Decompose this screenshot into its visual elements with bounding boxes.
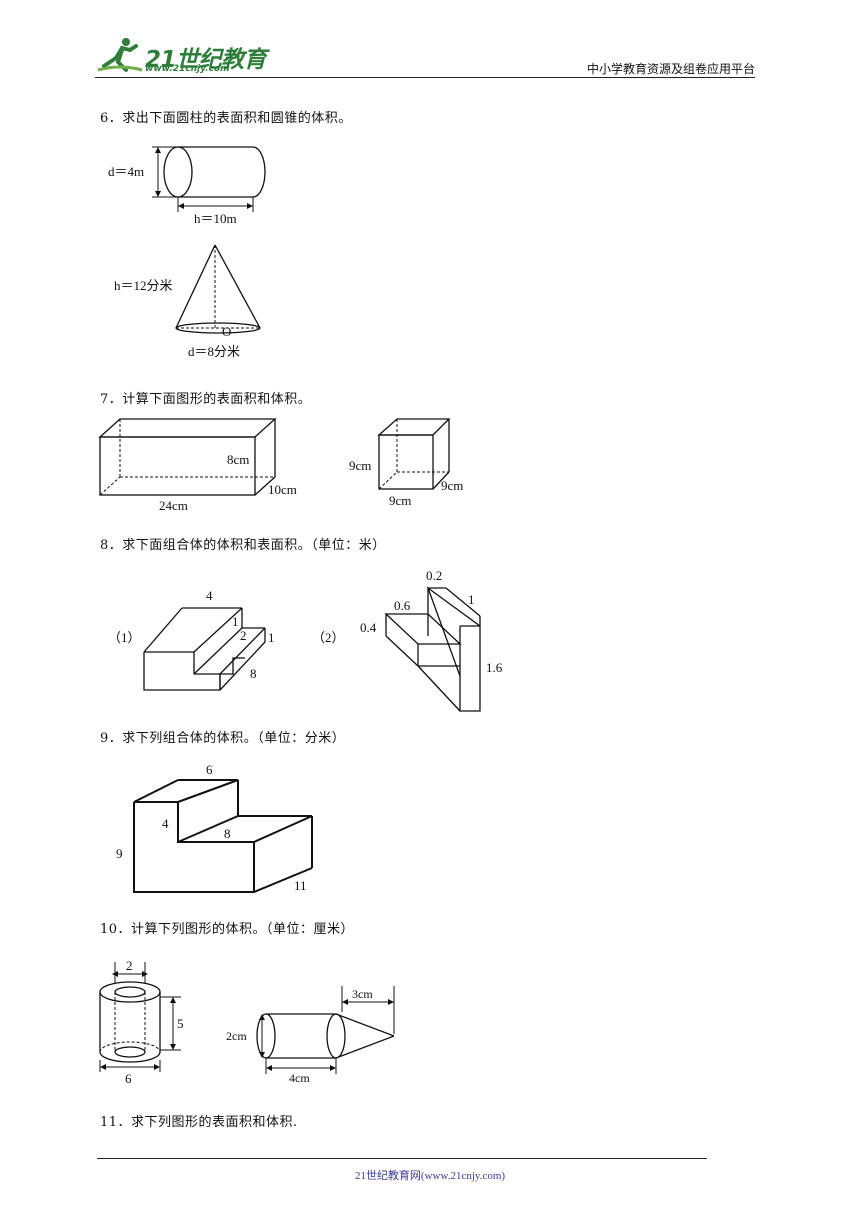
cone-figure: O h＝12分米 d＝8分米	[114, 244, 261, 359]
footer-text: 21世纪教育网(www.21cnjy.com)	[354, 1170, 506, 1182]
cube-figure: 9cm 9cm 9cm	[349, 418, 463, 508]
q9-left-label: 9	[116, 846, 123, 861]
logo-text: 21世纪教育	[145, 47, 267, 73]
fig2-tag: （2）	[312, 630, 345, 645]
cylinder-cone-figure: 3cm 2cm 4cm	[226, 986, 395, 1085]
cuboid-width-label: 10cm	[268, 482, 297, 497]
question-9-text: 9．求下列组合体的体积。（单位：分米）	[100, 731, 346, 746]
tube-inner-label: 2	[126, 958, 133, 973]
fig2-label-d: 0.4	[360, 620, 377, 635]
fig2-label-a: 0.2	[426, 568, 442, 583]
cone-d-label: d＝8分米	[188, 344, 240, 359]
fig1-tag: （1）	[108, 630, 141, 645]
question-8-text: 8．求下面组合体的体积和表面积。（单位：米）	[100, 538, 386, 553]
fig1-label-b: 1	[232, 614, 239, 629]
cube-right-label: 9cm	[441, 478, 463, 493]
header-divider	[95, 77, 755, 78]
question-10-text: 10．计算下列图形的体积。（单位：厘米）	[100, 922, 355, 937]
footer-divider	[97, 1158, 707, 1159]
rocket-len-label: 4cm	[289, 1071, 310, 1085]
q9-inner-label: 4	[162, 816, 169, 831]
logo-icon	[96, 36, 144, 74]
tube-outer-label: 6	[125, 1071, 132, 1086]
cube-left-label: 9cm	[349, 458, 371, 473]
cone-center-label: O	[222, 324, 231, 339]
fig2-label-e: 1.6	[486, 660, 503, 675]
question-6-text: 6．求出下面圆柱的表面积和圆锥的体积。	[100, 111, 352, 126]
cone-h-label: h＝12分米	[114, 278, 173, 293]
combo-solid-2-figure: （2） 0.2 0.6 1 0.4 1.6	[312, 568, 503, 712]
q9-depth-label: 11	[294, 878, 307, 893]
platform-title: 中小学教育资源及组卷应用平台	[586, 62, 755, 76]
l-shaped-solid-figure: 6 4 8 9 11	[116, 762, 313, 893]
cylinder-h-label: h＝10m	[194, 211, 237, 226]
cube-bottom-label: 9cm	[389, 493, 411, 508]
cuboid-figure: 8cm 24cm 10cm	[98, 418, 297, 513]
fig1-label-e: 8	[250, 666, 257, 681]
fig1-label-a: 4	[206, 588, 213, 603]
logo-url: www.21cnjy.com	[145, 64, 230, 74]
hollow-cylinder-figure: 2 5 6	[99, 958, 184, 1086]
fig1-label-c: 2	[240, 628, 247, 643]
cuboid-height-label: 8cm	[227, 452, 249, 467]
question-11-text: 11．求下列图形的表面积和体积.	[100, 1115, 298, 1130]
tube-height-label: 5	[177, 1016, 184, 1031]
fig2-label-b: 0.6	[394, 598, 411, 613]
fig1-label-d: 1	[268, 630, 275, 645]
q9-mid-label: 8	[224, 826, 231, 841]
cuboid-length-label: 24cm	[159, 498, 188, 513]
cylinder-d-label: d＝4m	[108, 164, 144, 179]
rocket-d-label: 2cm	[226, 1029, 247, 1043]
rocket-cone-label: 3cm	[352, 987, 373, 1001]
cylinder-figure: d＝4m h＝10m	[108, 146, 266, 226]
combo-solid-1-figure: （1） 4 1 2 1 8	[108, 588, 275, 691]
question-7-text: 7．计算下面图形的表面积和体积。	[100, 392, 312, 407]
q9-top-label: 6	[206, 762, 213, 777]
fig2-label-c: 1	[468, 592, 475, 607]
